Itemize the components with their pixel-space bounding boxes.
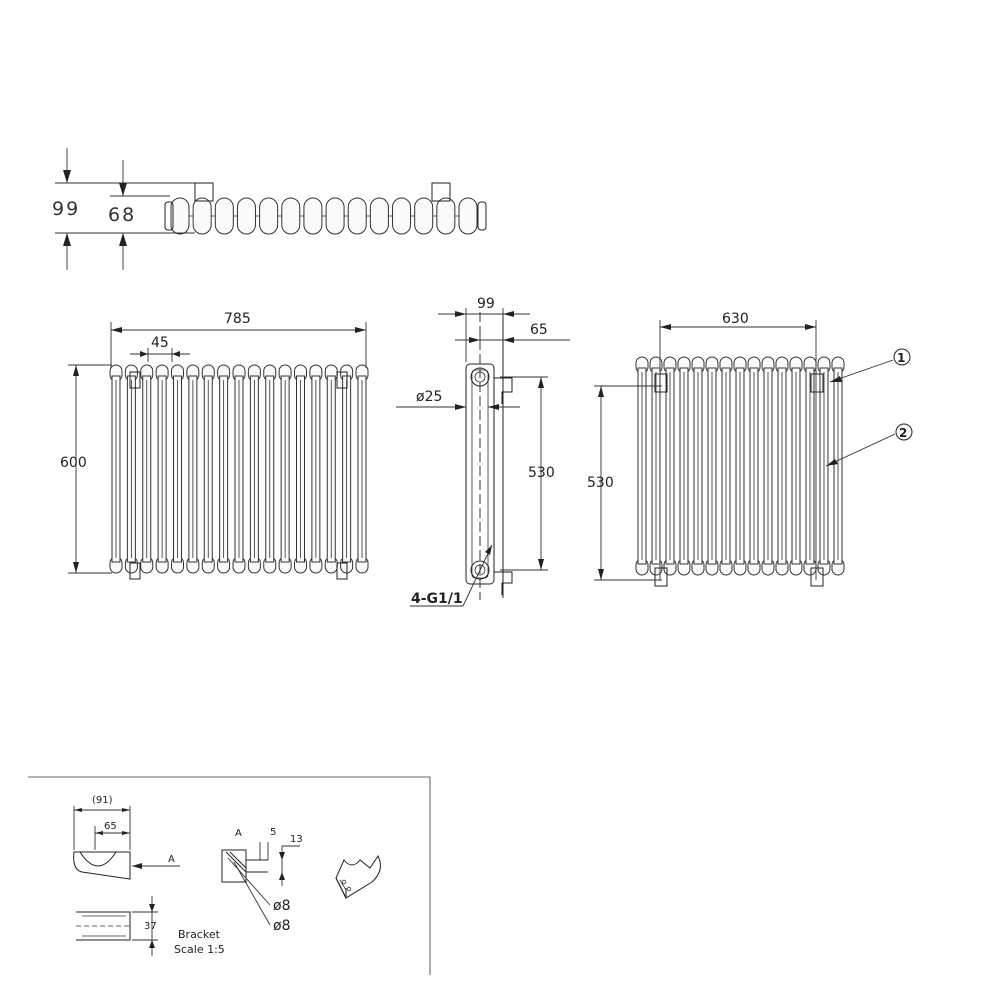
rear-callout-2: 2 (825, 423, 913, 467)
side-bottom-connection (470, 560, 490, 580)
top-view-column (236, 197, 256, 235)
top-view-columns (170, 197, 478, 235)
bracket-title: Bracket (178, 928, 221, 941)
rear-dim-530-label: 530 (587, 475, 614, 491)
side-bracket-top (494, 377, 513, 404)
side-dim-99-label: 99 (477, 296, 495, 312)
top-view-column (458, 197, 478, 235)
svg-text:2: 2 (899, 426, 907, 440)
bracket-dim-13-label: 13 (290, 834, 303, 845)
bracket-isometric-view (335, 855, 381, 899)
top-view-column (214, 197, 234, 235)
top-end-cap-left (164, 201, 174, 231)
side-connection-leader: 4-G1/1 (410, 544, 493, 607)
front-dim-600-label: 600 (60, 455, 87, 471)
side-view: 99 65 ø25 530 (396, 296, 570, 607)
front-dim-785-label: 785 (224, 311, 251, 327)
side-connection-label: 4-G1/1 (411, 591, 463, 607)
bracket-hole-2-label: ø8 (273, 918, 290, 934)
front-dim-785: 785 (110, 311, 367, 368)
top-dim-68: 68 (108, 160, 170, 270)
top-dim-68-label: 68 (108, 204, 136, 226)
rear-callout-1: 1 (829, 348, 911, 383)
top-view-column (170, 197, 190, 235)
side-bracket-bottom (494, 571, 513, 595)
top-dim-99-label: 99 (52, 198, 80, 220)
rear-bracket-top-right (810, 373, 824, 393)
side-dim-99: 99 (438, 296, 530, 362)
front-dim-600: 600 (60, 364, 112, 574)
top-view-column (192, 197, 212, 235)
front-view-bracket (336, 562, 348, 580)
side-dim-65: 65 (455, 322, 570, 345)
top-bracket-left (194, 182, 214, 202)
side-dim-530: 530 (500, 376, 555, 571)
front-view-bracket (129, 371, 141, 389)
bracket-detail: (91) 65 A 37 Bracket Scale 1:5 (28, 776, 431, 975)
front-view-bracket (336, 371, 348, 389)
rear-dim-630: 630 (659, 311, 817, 580)
front-view-columns (109, 364, 369, 580)
bracket-section-a: A 5 13 ø8 ø8 (221, 827, 303, 934)
top-view-column (414, 197, 434, 235)
top-view-column (392, 197, 412, 235)
side-dim-diameter: ø25 (396, 389, 520, 410)
bracket-view-marker: A (168, 854, 175, 865)
top-view-column (281, 197, 301, 235)
top-view-column (347, 197, 367, 235)
bracket-side-view: (91) 65 A (73, 795, 180, 880)
side-dim-65-label: 65 (530, 322, 548, 338)
bracket-hole-1-label: ø8 (273, 898, 290, 914)
top-view-column (369, 197, 389, 235)
top-view-column (436, 197, 456, 235)
side-dim-diameter-label: ø25 (416, 389, 442, 405)
front-view-bracket (129, 562, 141, 580)
rear-bracket-bottom-left (654, 567, 668, 587)
top-end-cap-right (477, 201, 487, 231)
rear-dim-530: 530 (587, 385, 662, 581)
top-view-column (325, 197, 345, 235)
top-view-column (303, 197, 323, 235)
front-dim-45: 45 (130, 335, 190, 362)
rear-view-columns (635, 356, 845, 576)
bracket-scale: Scale 1:5 (174, 943, 225, 956)
bracket-dim-5-label: 5 (270, 827, 276, 838)
bracket-section-marker: A (235, 828, 242, 839)
rear-view: 630 530 1 2 (587, 311, 913, 587)
side-top-connection (470, 367, 490, 387)
front-view: 785 45 600 (60, 311, 369, 580)
bracket-dim-37-label: 37 (144, 921, 157, 932)
svg-text:1: 1 (897, 351, 905, 365)
front-dim-45-label: 45 (151, 335, 169, 351)
top-view: 99 68 (52, 148, 487, 270)
bracket-dim-91-label: (91) (92, 795, 113, 806)
rear-bracket-bottom-right (810, 567, 824, 587)
top-bracket-right (431, 182, 451, 202)
bracket-top-view: 37 (76, 896, 158, 956)
side-dim-530-label: 530 (528, 465, 555, 481)
rear-bracket-top-left (654, 373, 668, 393)
bracket-dim-65-label: 65 (104, 821, 117, 832)
top-view-column (259, 197, 279, 235)
rear-dim-630-label: 630 (722, 311, 749, 327)
